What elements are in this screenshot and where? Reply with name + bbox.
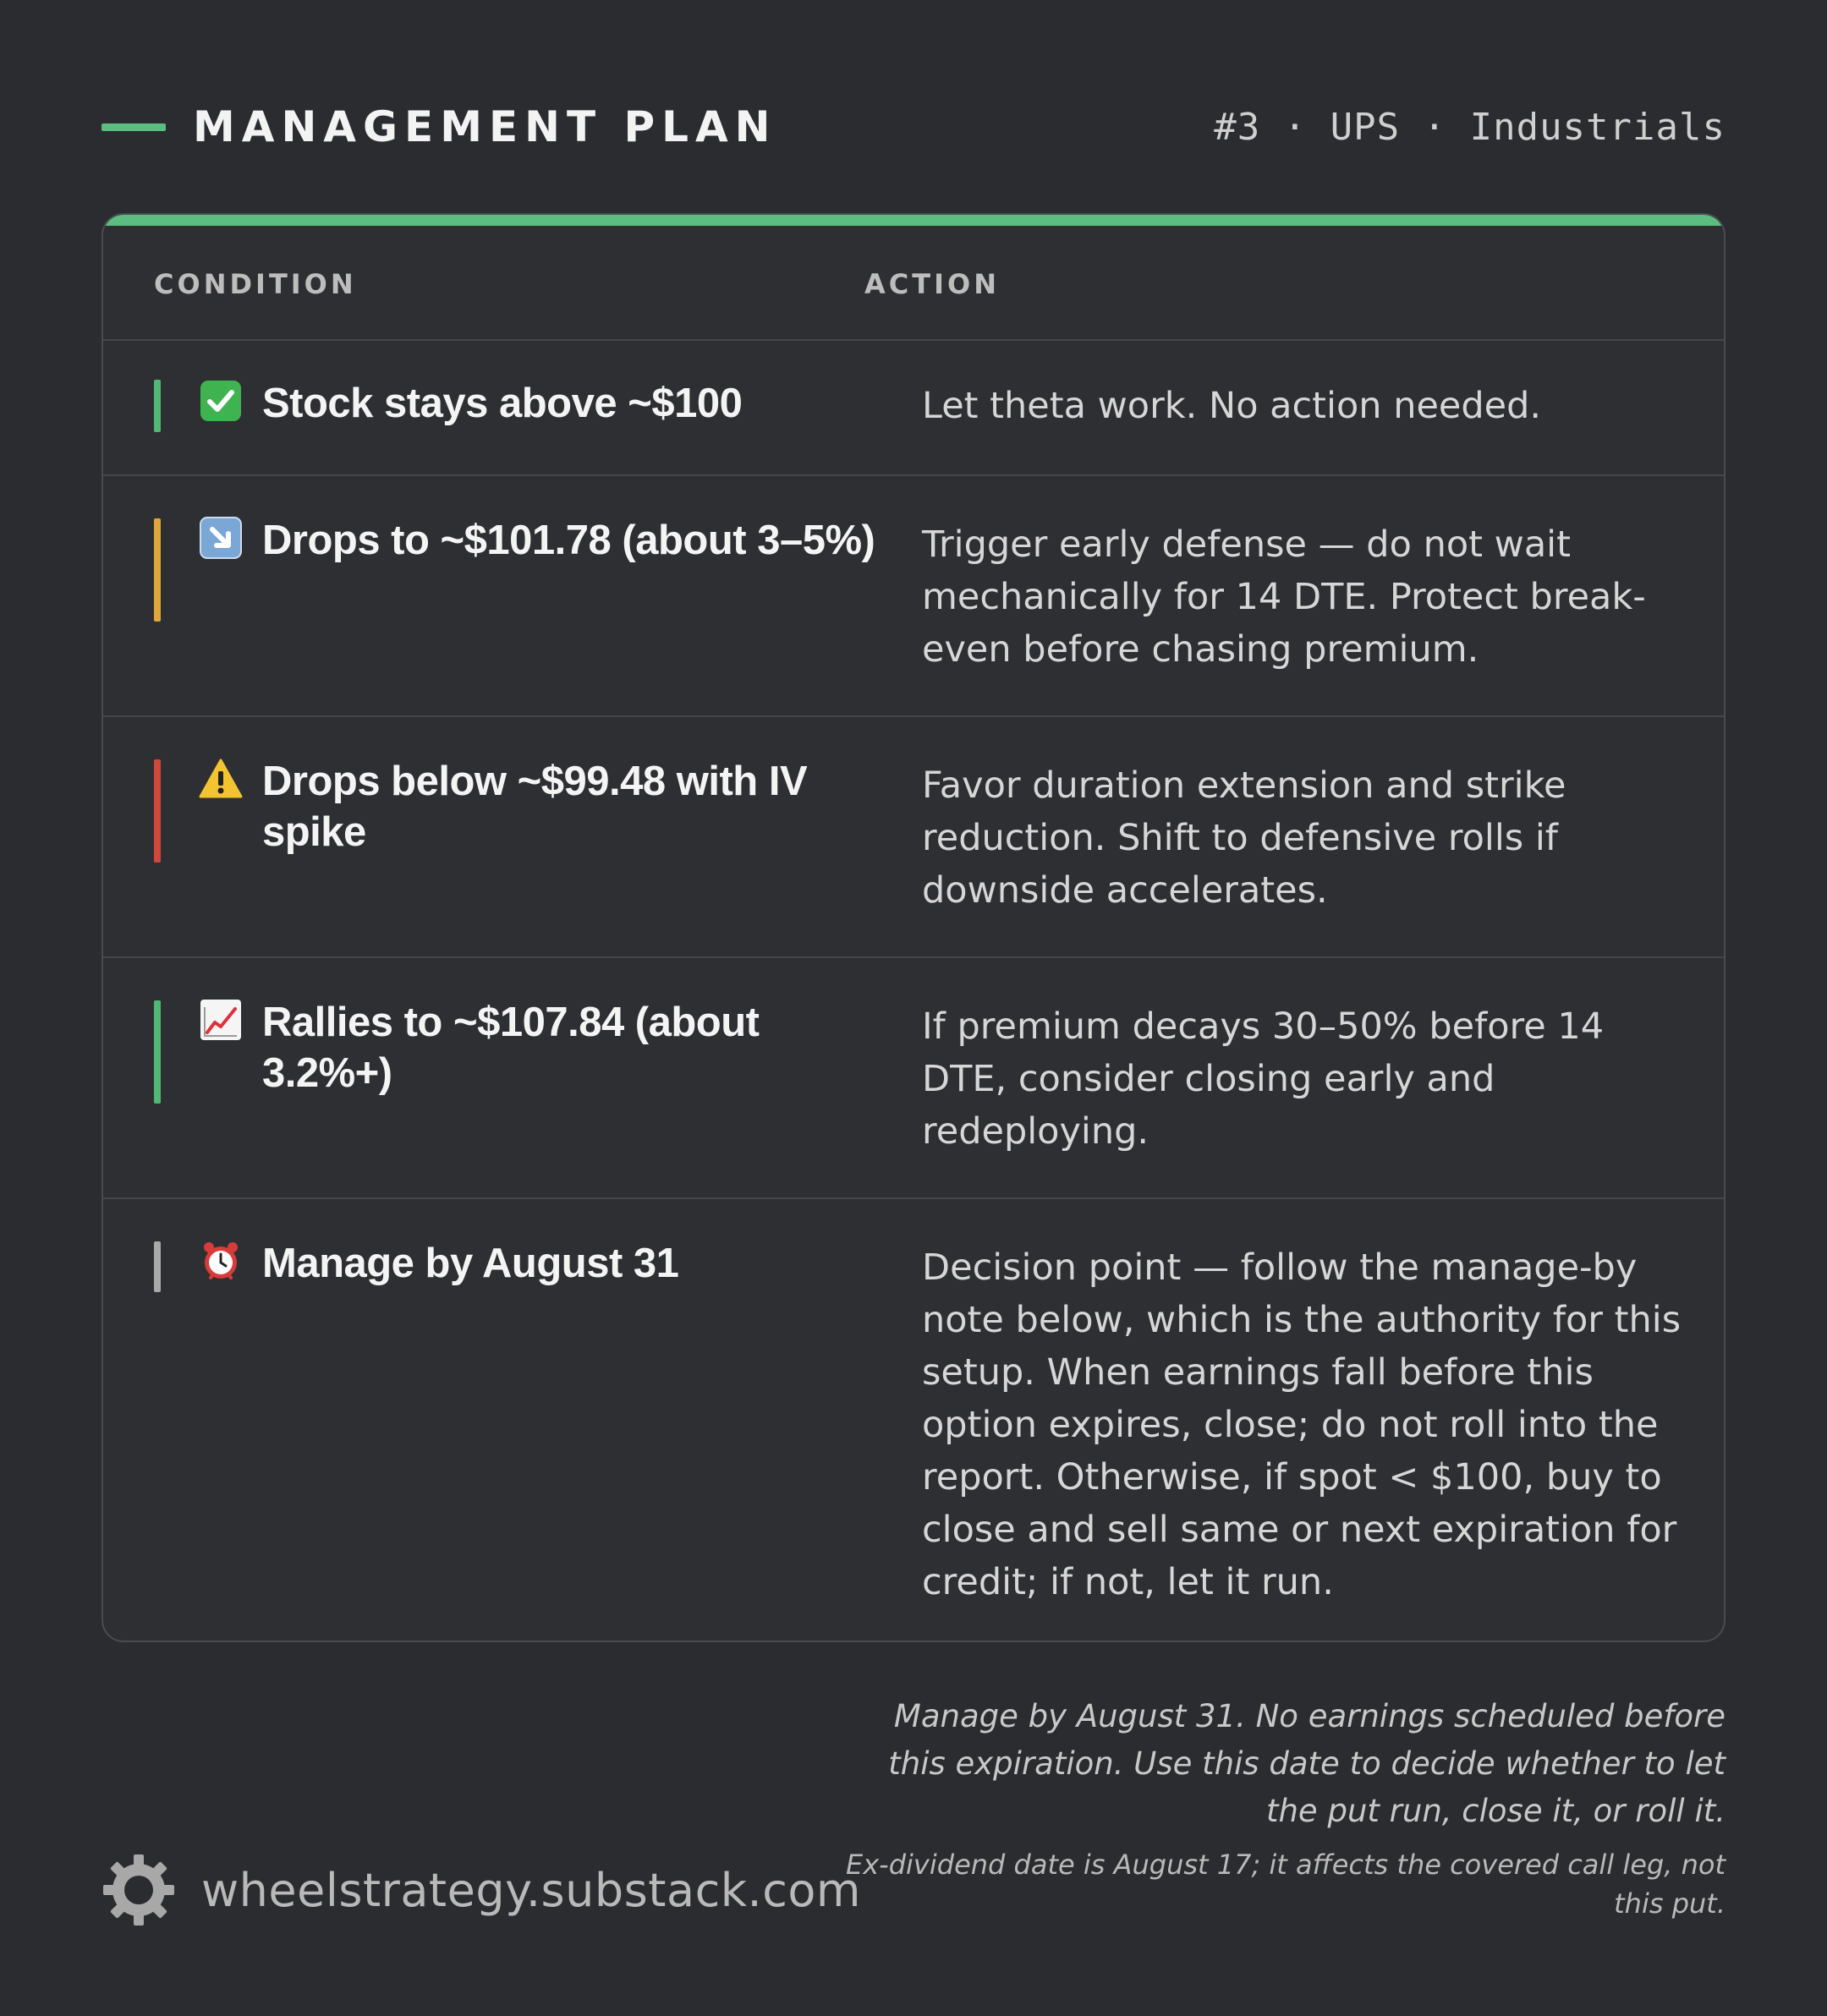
page-title: MANAGEMENT PLAN: [193, 102, 777, 151]
brand: wheelstrategy.substack.com: [102, 1852, 861, 1928]
action-text: Let theta work. No action needed.: [922, 385, 1542, 427]
table-row: Drops to ~$101.78 (about 3–5%) Trigger e…: [103, 476, 1724, 717]
down-right-arrow-icon: [198, 515, 244, 561]
action-text: If premium decays 30–50% before 14 DTE, …: [922, 1005, 1605, 1153]
row-status-bar: [154, 380, 161, 432]
row-status-bar: [154, 1241, 161, 1292]
table-row: Stock stays above ~$100 Let theta work. …: [103, 341, 1724, 476]
warning-icon: [198, 756, 244, 802]
action-text: Favor duration extension and strike redu…: [922, 764, 1566, 912]
table-row: Rallies to ~$107.84 (about 3.2%+) If pre…: [103, 958, 1724, 1199]
table-header: CONDITION ACTION: [103, 226, 1724, 341]
header: MANAGEMENT PLAN #3 · UPS · Industrials: [102, 95, 1726, 159]
alarm-clock-icon: [198, 1238, 244, 1284]
manage-by-note: Manage by August 31. No earnings schedul…: [888, 1698, 1726, 1829]
action-text: Trigger early defense — do not wait mech…: [922, 523, 1646, 671]
row-status-bar: [154, 1000, 161, 1104]
action-text: Decision point — follow the manage-by no…: [922, 1246, 1682, 1603]
row-status-bar: [154, 518, 161, 622]
condition-text: Stock stays above ~$100: [262, 381, 743, 426]
card-accent-strip: [103, 215, 1724, 226]
table-row: Drops below ~$99.48 with IV spike Favor …: [103, 717, 1724, 958]
management-plan-table: CONDITION ACTION Stock stays above ~$100…: [102, 213, 1726, 1642]
column-header-action: ACTION: [864, 268, 1000, 300]
check-mark-button-icon: [198, 378, 244, 424]
accent-line: [102, 123, 166, 131]
table-row: Manage by August 31 Decision point — fol…: [103, 1199, 1724, 1641]
brand-url: wheelstrategy.substack.com: [201, 1863, 862, 1917]
row-status-bar: [154, 759, 161, 863]
condition-text: Manage by August 31: [262, 1241, 679, 1286]
ex-dividend-note: Ex-dividend date is August 17; it affect…: [846, 1849, 1726, 1920]
condition-text: Drops below ~$99.48 with IV spike: [262, 759, 808, 855]
header-meta: #3 · UPS · Industrials: [1214, 105, 1726, 149]
condition-text: Rallies to ~$107.84 (about 3.2%+): [262, 1000, 760, 1096]
chart-increasing-icon: [198, 997, 244, 1043]
gear-icon: [102, 1853, 176, 1927]
condition-text: Drops to ~$101.78 (about 3–5%): [262, 518, 875, 563]
column-header-condition: CONDITION: [154, 268, 357, 300]
header-left: MANAGEMENT PLAN: [102, 102, 777, 151]
